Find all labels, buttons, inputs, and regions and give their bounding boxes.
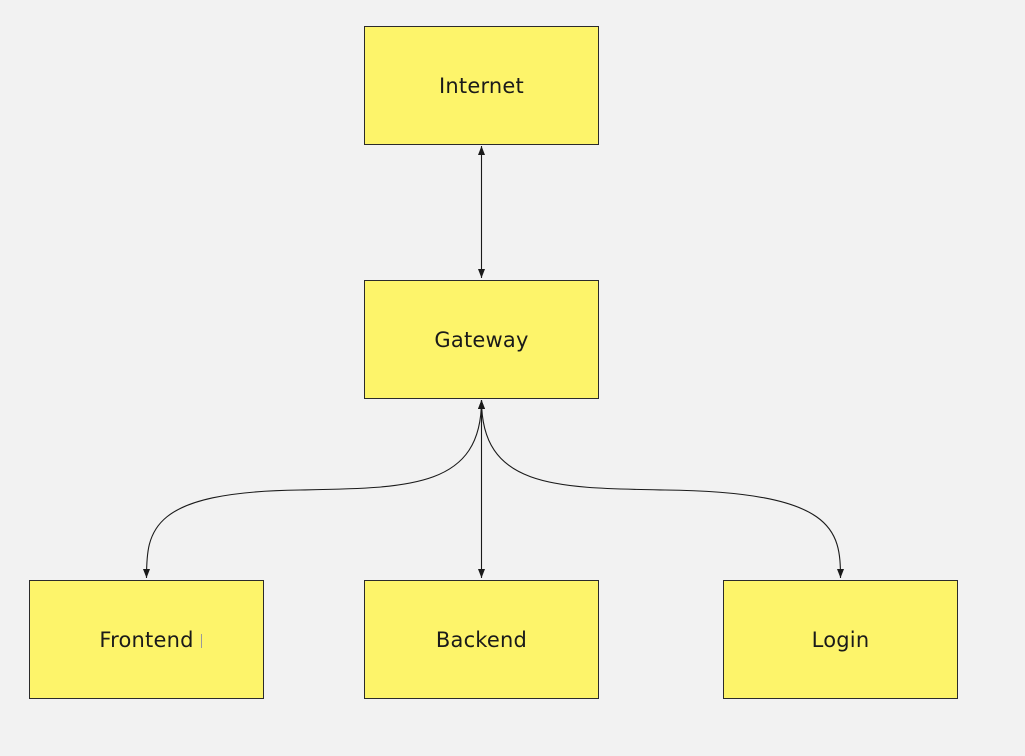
internet-node-label: Internet [439, 73, 524, 98]
connector-gateway-login[interactable] [478, 399, 844, 579]
frontend-node-label: Frontend [99, 627, 194, 652]
frontend-node[interactable]: Frontend [29, 580, 264, 699]
login-node[interactable]: Login [723, 580, 958, 699]
internet-node[interactable]: Internet [364, 26, 599, 145]
login-node-label: Login [811, 627, 870, 652]
connector-gateway-frontend[interactable] [143, 399, 485, 579]
gateway-node[interactable]: Gateway [364, 280, 599, 399]
backend-node-label: Backend [435, 627, 528, 652]
text-cursor [201, 634, 202, 648]
gateway-node-label: Gateway [434, 327, 529, 352]
backend-node[interactable]: Backend [364, 580, 599, 699]
